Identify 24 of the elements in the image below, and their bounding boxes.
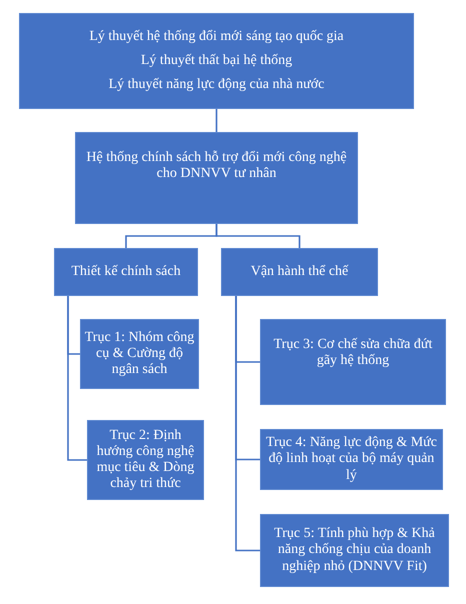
process-box xyxy=(87,420,204,500)
node-text: Lý thuyết năng lực động của nhà nước xyxy=(108,77,324,94)
node-text: Trục 1: Nhóm công cụ & Cường độ ngân sách xyxy=(84,330,195,378)
node-text: Trục 4: Năng lực động & Mức độ linh hoạt của bộ máy quản lý xyxy=(265,435,438,484)
node-text: Lý thuyết hệ thống đổi mới sáng tạo quốc gia xyxy=(89,28,344,45)
node-text: Trục 5: Tính phù hợp & Khả năng chống chịu của doanh nghiệp nhỏ (DNNVV Fit) xyxy=(273,526,436,575)
connector-line xyxy=(216,109,218,132)
process-box xyxy=(260,319,446,405)
process-box xyxy=(54,248,198,296)
connector-line xyxy=(67,296,87,461)
node-text: Trục 3: Cơ chế sửa chữa đứt gãy hệ thống xyxy=(272,337,434,370)
process-box xyxy=(221,248,378,296)
connector-line xyxy=(235,296,260,552)
process-box xyxy=(19,13,414,109)
connector-line xyxy=(216,224,300,248)
process-box xyxy=(260,429,443,490)
process-box xyxy=(260,514,449,587)
node-text: Thiết kế chính sách xyxy=(71,264,181,280)
node-text: Trục 2: Định hướng công nghệ mục tiêu & Dòng chảy tri thức xyxy=(96,428,196,492)
node-text: Vận hành thể chế xyxy=(250,264,348,280)
node-text: Hệ thống chính sách hỗ trợ đổi mới công nghệ cho DNNVV tư nhân xyxy=(85,150,348,182)
node-text: Lý thuyết thất bại hệ thống xyxy=(140,52,292,70)
process-box xyxy=(75,132,358,224)
process-box xyxy=(80,319,199,389)
